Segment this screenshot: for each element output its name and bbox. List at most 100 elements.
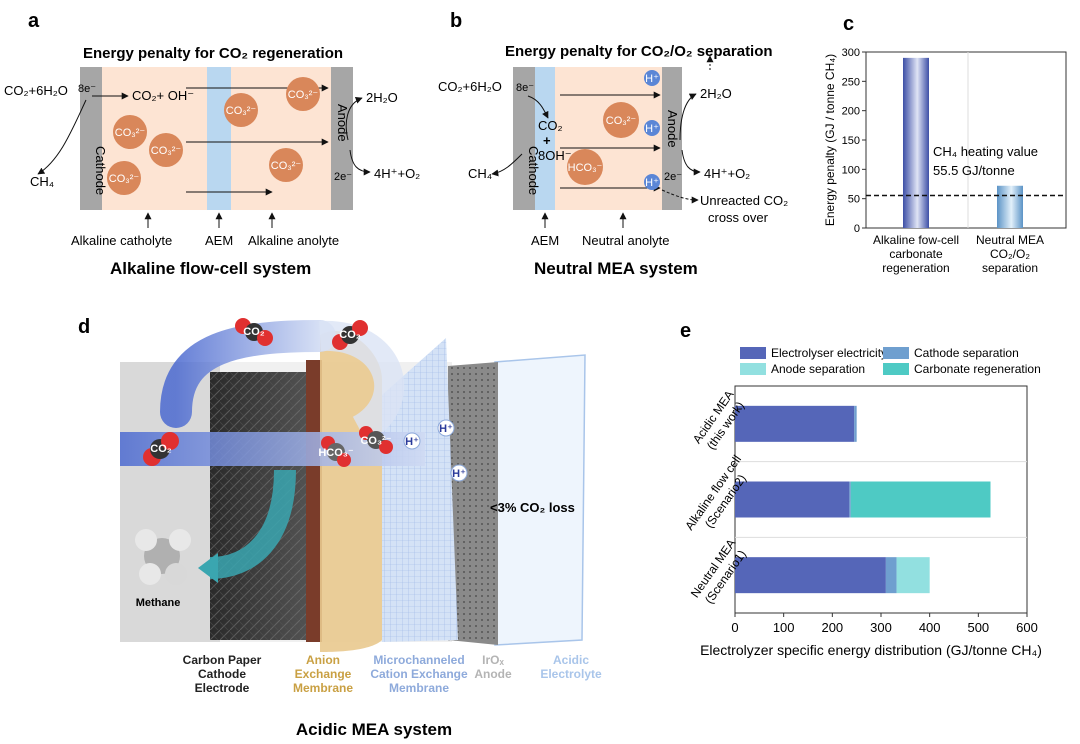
unreacted-line1: Unreacted CO₂: [700, 193, 788, 208]
chart-e-xlabel: Electrolyzer specific energy distributio…: [700, 642, 1042, 658]
system-title-b: Neutral MEA system: [534, 259, 698, 278]
panel-e-chart: e Electrolyser electricity Cathode separa…: [680, 320, 1042, 658]
layer-cem-2: Cation Exchange: [370, 667, 468, 681]
aem-bar-b: [535, 67, 555, 210]
layer-cem-3: Membrane: [389, 681, 449, 695]
co3-ion: CO₃²⁻: [359, 426, 393, 454]
chart-e-bar-1-0: [735, 481, 850, 518]
oxygen-arrow-a: [349, 149, 371, 176]
water-label-a: 2H₂O: [366, 90, 398, 105]
co2-molecule-1-label: CO₂: [150, 443, 172, 455]
h-o2-label-a: 4H⁺+O₂: [374, 166, 420, 181]
layer-cathode-3: Electrode: [195, 681, 250, 695]
h-o2-label-b: 4H⁺+O₂: [704, 166, 750, 181]
layer-labels: Carbon Paper Cathode Electrode Anion Exc…: [183, 653, 602, 695]
panel-label-e: e: [680, 320, 691, 342]
carbonate-b1: [603, 102, 639, 138]
chart-e-legend-swatch-3: [883, 363, 909, 375]
cathode-label-a: Cathode: [93, 146, 108, 195]
carbonate-a5: CO₃²⁻: [288, 89, 319, 101]
methane-out-arrow-a: [37, 99, 87, 175]
chart-c-ytick-label-0: 0: [854, 223, 860, 235]
chart-c-category-0-1: carbonate: [889, 247, 943, 261]
anode-label-b: Anode: [665, 110, 680, 148]
layer-aem-1: Anion: [306, 653, 340, 667]
co2-molecule-2-label: CO₂: [243, 326, 265, 338]
co2-molecule-3-label: CO₂: [339, 329, 361, 341]
chart-e-xtick-label-3: 300: [870, 620, 892, 635]
chart-e-legend-label-0: Electrolyser electricity: [771, 346, 887, 360]
chart-e-bar-2-2: [896, 557, 930, 594]
co2-label-b: CO₂: [538, 118, 563, 133]
layer-acid-1: Acidic: [553, 653, 589, 667]
chart-c-category-0-0: Alkaline fow-cell: [873, 233, 959, 247]
oxygen-arrow-b: [681, 149, 701, 176]
cathode-bar-a: [80, 67, 102, 210]
chart-e-legend: Electrolyser electricity Cathode separati…: [740, 346, 1041, 376]
chart-c-annotation-0: CH₄ heating value: [933, 144, 1038, 159]
system-title-a: Alkaline flow-cell system: [110, 259, 311, 278]
methane-label-a: CH₄: [30, 174, 54, 189]
proton-b1: H⁺: [645, 73, 659, 85]
chart-e-xtick-label-4: 400: [919, 620, 941, 635]
bicarbonate-b1-label: HCO₃⁻: [568, 162, 603, 174]
system-title-d: Acidic MEA system: [296, 720, 452, 739]
chart-c-ytick-label-2: 100: [842, 164, 860, 176]
anolyte-label-b: Neutral anolyte: [582, 233, 669, 248]
anode-bar-b: [662, 67, 682, 210]
chart-e-bar-0-0: [735, 405, 855, 442]
layer-aem-3: Membrane: [293, 681, 353, 695]
cathode-bar-b: [513, 67, 535, 210]
panel-b-title: Energy penalty for CO₂/O₂ separation: [505, 43, 773, 60]
layer-cem-1: Microchanneled: [373, 653, 464, 667]
cem-microchannels: [382, 338, 458, 642]
layer-anode-2: Anode: [474, 667, 512, 681]
chart-c-annotation-1: 55.5 GJ/tonne: [933, 163, 1015, 178]
chart-c-ytick-label-4: 200: [842, 106, 860, 118]
aem-bar-a: [207, 67, 231, 210]
hco3-ion-label: HCO₃⁻: [318, 447, 354, 459]
chart-e-bars: [735, 405, 991, 594]
chart-e-xtick-label-1: 100: [773, 620, 795, 635]
catalyst-layer: [306, 360, 322, 642]
catholyte-label: Alkaline catholyte: [71, 233, 172, 248]
chart-e-bar-0-1: [854, 405, 857, 442]
chart-c-category-1-2: separation: [982, 261, 1038, 275]
chart-e-legend-label-1: Cathode separation: [914, 346, 1019, 360]
panel-label-a: a: [28, 10, 40, 32]
methane-out-arrowhead: [198, 553, 218, 583]
chart-e-xtick-label-0: 0: [731, 620, 738, 635]
carbonate-a4: CO₃²⁻: [226, 105, 257, 117]
protons-d: H⁺ H⁺ H⁺: [403, 419, 468, 482]
chart-e-xtick-label-5: 500: [967, 620, 989, 635]
proton-d1: H⁺: [405, 436, 419, 448]
electrons-8-b: 8e⁻: [516, 82, 534, 94]
chart-e-bar-1-3: [850, 481, 991, 518]
panel-label-c: c: [843, 13, 854, 35]
chart-c-bars: [866, 57, 1066, 228]
layer-cathode-1: Carbon Paper: [183, 653, 262, 667]
chart-e-legend-swatch-0: [740, 347, 766, 359]
anion-exchange-membrane: [320, 331, 382, 652]
carbonate-ions-a: CO₃²⁻ CO₃²⁻ CO₃²⁻ CO₃²⁻ CO₃²⁻ CO₃²⁻: [107, 77, 320, 195]
panel-d: d CO₂ CO₂ CO₂: [78, 316, 602, 739]
cathode-label-b: Cathode: [526, 146, 541, 195]
electrons-2-b: 2e⁻: [664, 171, 682, 183]
chart-e-legend-label-3: Carbonate regeneration: [914, 362, 1041, 376]
aem-label-b: AEM: [531, 233, 559, 248]
panel-b: b Energy penalty for CO₂/O₂ separation C…: [438, 10, 788, 278]
chart-c-ytick-label-5: 250: [842, 76, 860, 88]
chart-c-category-1-0: Neutral MEA: [976, 233, 1044, 247]
chart-c-bar-0: [903, 57, 929, 228]
anode-texture: [448, 366, 498, 641]
reactant-label-a: CO₂+6H₂O: [4, 83, 68, 98]
panel-label-d: d: [78, 316, 90, 338]
water-arrow-a: [345, 96, 363, 141]
electrons-2-a: 2e⁻: [334, 171, 352, 183]
anode-label-a: Anode: [335, 104, 350, 142]
co2-molecule-2: CO₂: [235, 318, 273, 346]
co2-recirculation-arc: [160, 320, 336, 428]
chart-c-category-0-2: regeneration: [882, 261, 949, 275]
